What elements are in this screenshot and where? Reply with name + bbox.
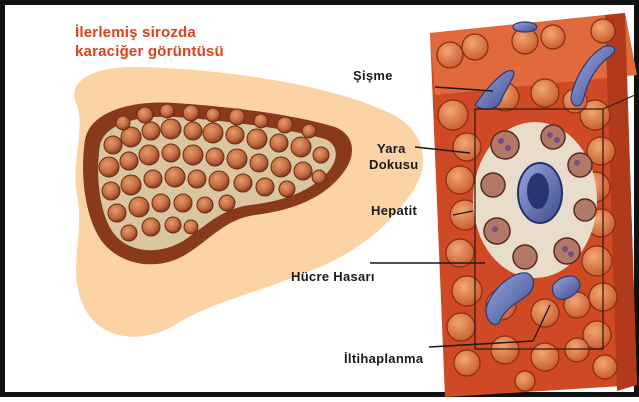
label-swelling: Şişme <box>353 68 393 84</box>
figure-title-line1: İlerlemiş sirozda <box>75 23 315 42</box>
label-hepatitis: Hepatit <box>371 203 417 219</box>
figure-title-line2: karaciğer görüntüsü <box>75 42 315 61</box>
figure-title: İlerlemiş sirozda karaciğer görüntüsü <box>75 23 315 61</box>
label-inflammation: İltihaplanma <box>344 351 423 367</box>
label-scar-tissue-line2: Dokusu <box>369 157 418 173</box>
liver-illustration <box>5 5 639 402</box>
label-cell-damage: Hücre Hasarı <box>291 269 375 285</box>
label-scar-tissue-line1: Yara <box>369 141 418 157</box>
label-scar-tissue: Yara Dokusu <box>369 141 418 173</box>
